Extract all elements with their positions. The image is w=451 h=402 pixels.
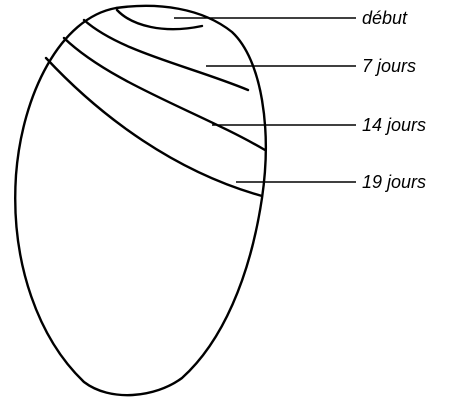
start-line bbox=[117, 10, 202, 29]
day14-label: 14 jours bbox=[362, 115, 426, 135]
day7-line bbox=[84, 20, 248, 90]
day19-label: 19 jours bbox=[362, 172, 426, 192]
day19-line bbox=[46, 58, 262, 196]
day14-line bbox=[64, 38, 265, 150]
day7-label: 7 jours bbox=[362, 56, 416, 76]
start-label: début bbox=[362, 8, 408, 28]
